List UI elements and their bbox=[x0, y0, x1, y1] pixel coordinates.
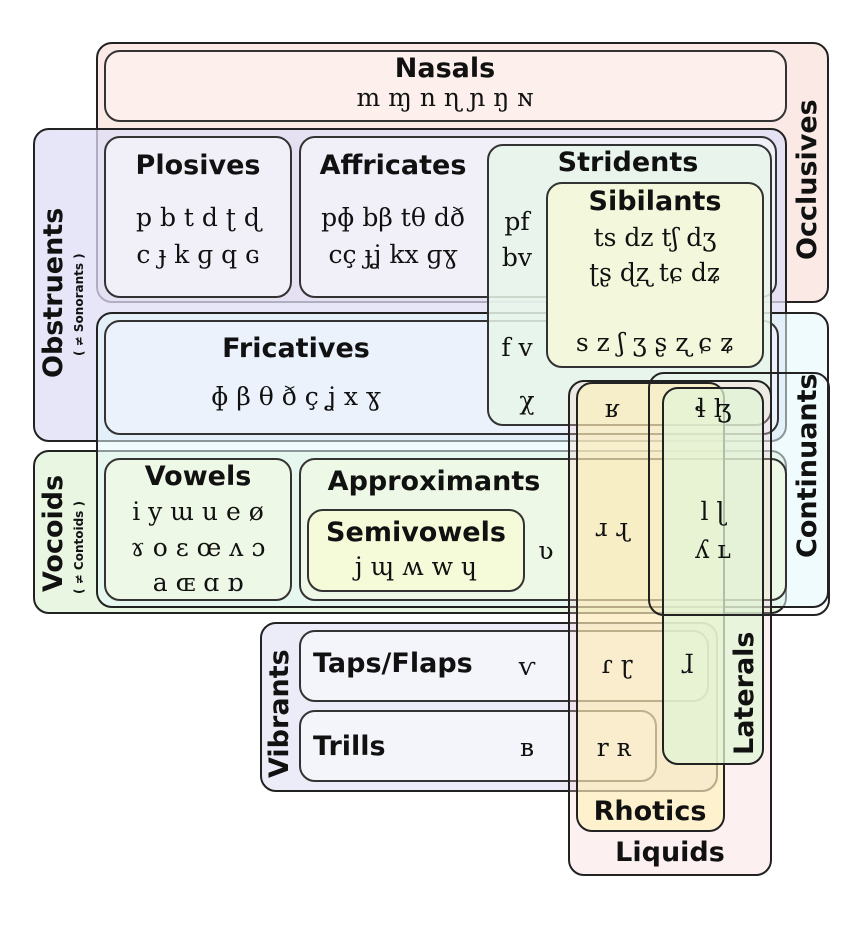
plosives-row2: c ɟ k ɡ q ɢ bbox=[136, 240, 260, 269]
liquids-title: Liquids bbox=[615, 837, 725, 868]
affricates-row1: pɸ bβ tθ dð bbox=[321, 203, 465, 232]
approximant-laterals-row2: ʎ ʟ bbox=[695, 535, 731, 564]
rhotics-title: Rhotics bbox=[593, 796, 707, 827]
approximant-rhotics: ɹ ɻ bbox=[594, 513, 630, 542]
sibilants-row2: ʈʂ ɖʐ tɕ dʑ bbox=[589, 258, 721, 287]
vowels-row1: i y ɯ u e ø bbox=[132, 497, 264, 526]
plosives-title: Plosives bbox=[135, 150, 261, 181]
taps-labial: ⱱ bbox=[518, 652, 536, 681]
lateral-fricatives: ɬ ɮ bbox=[694, 394, 732, 423]
continuants-outline bbox=[648, 372, 830, 616]
tap-rhotics: ɾ ɽ bbox=[601, 650, 633, 679]
obstruents-subtitle: ( ≠ Sonorants ) bbox=[72, 253, 86, 356]
laterals-title: Laterals bbox=[729, 631, 760, 755]
vowels-box bbox=[104, 458, 292, 601]
affricates-title: Affricates bbox=[319, 150, 467, 181]
affricates-row2: cç ɟʝ kx ɡɣ bbox=[328, 240, 458, 269]
stridents-chi: χ bbox=[519, 386, 535, 415]
stridents-fv: f v bbox=[501, 333, 533, 362]
taps-title: Taps/Flaps bbox=[313, 648, 473, 679]
vocoids-title: Vocoids bbox=[38, 474, 69, 592]
nasals-title: Nasals bbox=[394, 53, 496, 84]
uvular-fricative: ʁ bbox=[604, 394, 620, 423]
stridents-title: Stridents bbox=[557, 147, 699, 178]
sibilants-row1: ts dz tʃ dʒ bbox=[593, 223, 717, 252]
semivowels-title: Semivowels bbox=[326, 517, 506, 548]
occlusives-title: Occlusives bbox=[792, 99, 823, 260]
nasals-sounds: m ɱ n ɳ ɲ ŋ ɴ bbox=[356, 83, 534, 112]
laterals-group bbox=[662, 387, 764, 765]
fricatives-sounds: ɸ β θ ð ç ʝ x ɣ bbox=[211, 382, 381, 411]
approximants-title: Approximants bbox=[327, 466, 541, 497]
approximant-labiodental: ʋ bbox=[538, 536, 554, 565]
trills-labial: ʙ bbox=[519, 733, 535, 762]
fricatives-title: Fricatives bbox=[222, 333, 370, 364]
trills-title: Trills bbox=[313, 731, 386, 762]
stridents-bv: bv bbox=[501, 243, 533, 272]
stridents-pf: pf bbox=[504, 207, 530, 236]
nasals-box bbox=[104, 50, 787, 122]
sibilants-title: Sibilants bbox=[588, 186, 722, 217]
tap-lateral: ɺ bbox=[680, 650, 694, 679]
trill-rhotics: r ʀ bbox=[596, 733, 632, 762]
obstruents-title: Obstruents bbox=[38, 207, 69, 378]
sibilants-row3: s z ʃ ʒ ʂ ʐ ɕ ʑ bbox=[575, 328, 735, 357]
semivowels-box bbox=[307, 509, 525, 592]
vowels-row2: ɤ o ɛ œ ʌ ɔ bbox=[130, 533, 266, 562]
plosives-box bbox=[104, 136, 292, 298]
vocoids-subtitle: ( ≠ Contoids ) bbox=[72, 501, 86, 594]
semivowels-sounds: j ɰ ʍ w ɥ bbox=[354, 552, 478, 581]
sibilants-box bbox=[546, 182, 764, 368]
vowels-row3: a ɶ ɑ ɒ bbox=[152, 568, 244, 597]
approximant-laterals-row1: l ɭ bbox=[700, 497, 726, 526]
vowels-title: Vowels bbox=[144, 461, 252, 492]
vibrants-title: Vibrants bbox=[264, 649, 295, 778]
plosives-row1: p b t d ʈ ɖ bbox=[135, 203, 261, 232]
continuants-title: Continuants bbox=[792, 373, 823, 558]
